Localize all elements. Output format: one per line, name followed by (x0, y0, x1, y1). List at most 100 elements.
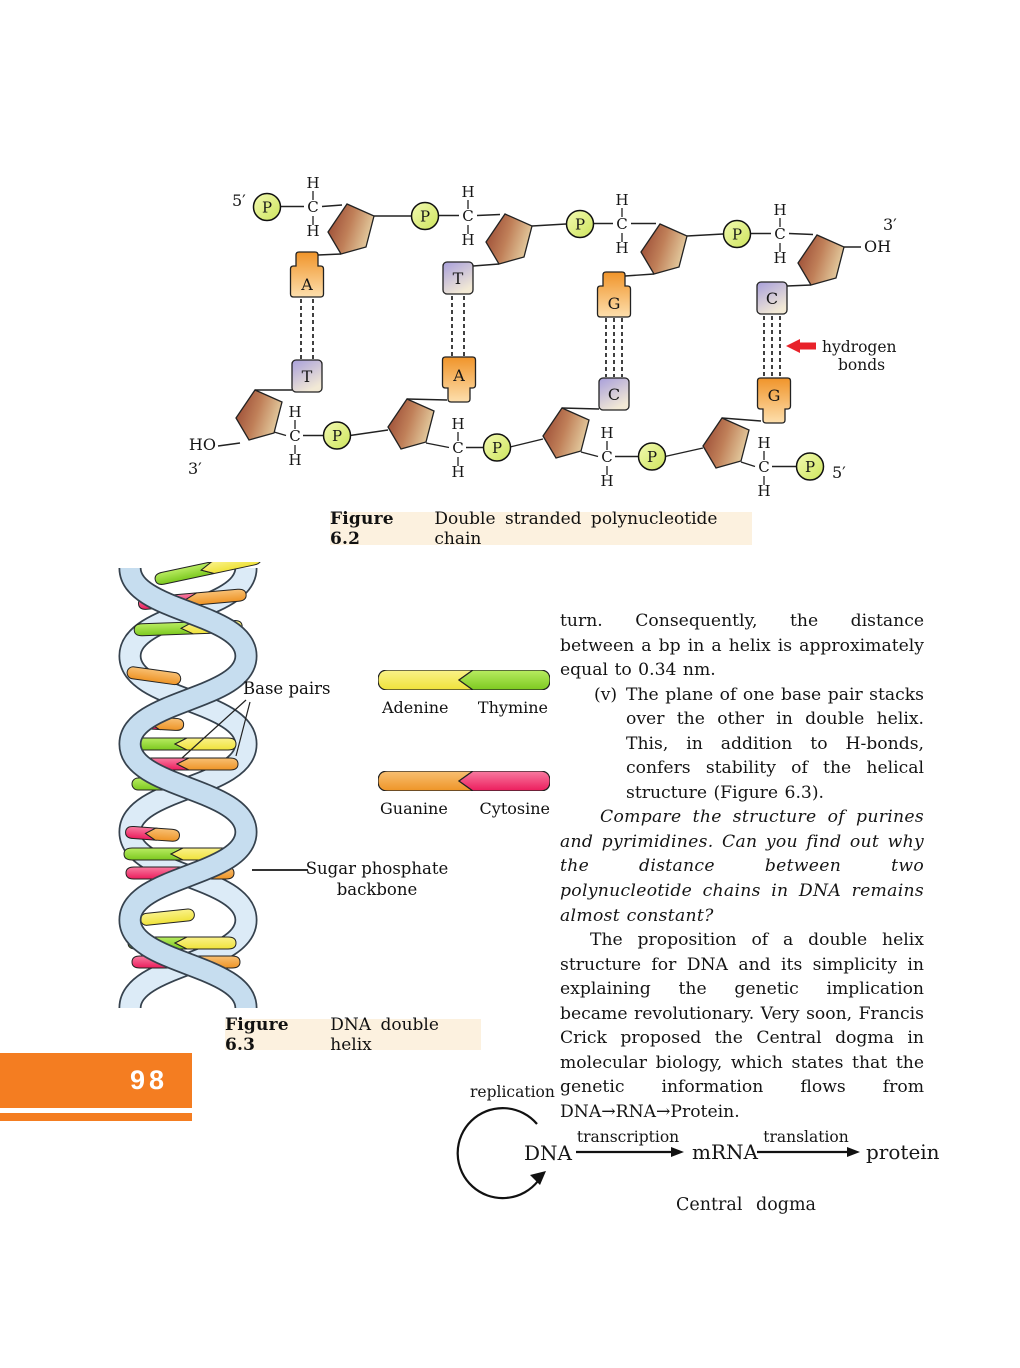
replication-arrowhead-icon (530, 1171, 546, 1185)
base-letter: A (300, 275, 313, 294)
hydrogen-bonds-label-line1: hydrogen (822, 338, 896, 356)
base-letter: A (452, 366, 465, 385)
hydrogen-bond-dashes (300, 296, 781, 377)
guanine-cytosine-legend-bar (378, 771, 550, 791)
c-letter: C (462, 207, 473, 225)
central-dogma-diagram: replication DNA transcription mRNA trans… (456, 1083, 940, 1215)
figure-6-2-polynucleotide-diagram: A T T A G C C G P P P P P P P P H C H H … (188, 174, 897, 500)
translation-arrow (757, 1147, 860, 1157)
h-letter: H (306, 222, 319, 240)
backbone-bond-lines (217, 204, 861, 468)
base-sugar-connectors (255, 253, 812, 422)
hch-connector-lines (294, 191, 781, 485)
base-pairs-label: Base pairs (243, 679, 331, 698)
p-letter: P (262, 199, 272, 217)
p-letter: P (805, 458, 815, 476)
translation-label: translation (763, 1128, 849, 1146)
c-letter: C (289, 427, 300, 445)
base-thymine-top (442, 261, 474, 295)
sugar-phosphate-backbone-label: Sugar phosphate backbone (302, 858, 452, 900)
five-prime-bottom-label: 5′ (832, 463, 846, 482)
base-cytosine-bottom (598, 377, 630, 411)
adenine-label: Adenine (382, 698, 449, 717)
paragraph-iv-continuation: turn. Consequently, the distance between… (560, 611, 924, 681)
h-letter: H (451, 463, 464, 481)
list-item-v-marker: (v) (594, 684, 618, 705)
h-letter: H (288, 451, 301, 469)
p-letter: P (575, 216, 585, 234)
p-letter: P (420, 208, 430, 226)
c-letter: C (774, 225, 785, 243)
base-letters: A T T A G C C G (300, 269, 780, 405)
adenine-bar-segment (378, 670, 475, 690)
page-number-strip (0, 1113, 192, 1121)
backbone-label-line2: backbone (336, 880, 418, 899)
figure-6-3-caption-label: Figure 6.3 (225, 1014, 289, 1055)
h-letter: H (757, 434, 770, 452)
h-letter: H (600, 424, 613, 442)
p-letter: P (732, 226, 742, 244)
five-prime-top-label: 5′ (232, 191, 246, 210)
translation-arrowhead-icon (847, 1147, 860, 1157)
h-letter: H (773, 201, 786, 219)
protein-label: protein (866, 1140, 940, 1164)
body-text-column: turn. Consequently, the distance between… (560, 609, 924, 1124)
h-letter: H (600, 472, 613, 490)
c-letter: C (307, 198, 318, 216)
hydrogen-bonds-callout: hydrogen bonds (786, 338, 896, 374)
h-letter: H (615, 239, 628, 257)
terminal-labels: 5′ 3′ OH HO 3′ 5′ (188, 191, 897, 482)
transcription-arrowhead-icon (671, 1147, 684, 1157)
base-letter: C (766, 289, 778, 308)
replication-label: replication (470, 1083, 555, 1101)
guanine-label: Guanine (380, 799, 448, 818)
c-letter: C (758, 458, 769, 476)
base-letter: T (302, 367, 313, 386)
base-cytosine-top (756, 281, 788, 315)
h-letter: H (451, 415, 464, 433)
guanine-cytosine-labels: Guanine Cytosine (380, 799, 550, 818)
thymine-label: Thymine (477, 698, 548, 717)
p-letter: P (332, 427, 342, 445)
helix-front-ribbon (118, 566, 258, 1010)
figure-6-2-caption: Figure 6.2 Double stranded polynucleotid… (330, 509, 752, 549)
h-letter: H (773, 249, 786, 267)
list-item-v-text: The plane of one base pair stacks over t… (626, 684, 924, 803)
three-prime-top-label: 3′ (883, 215, 897, 234)
central-dogma-caption: Central dogma (676, 1195, 816, 1215)
base-thymine-bottom (291, 359, 323, 393)
adenine-thymine-legend-bar (378, 670, 550, 690)
cytosine-bar-segment (457, 771, 550, 791)
cytosine-label: Cytosine (479, 799, 550, 818)
c-letter: C (601, 448, 612, 466)
h-letter: H (461, 231, 474, 249)
oh-label: OH (864, 237, 891, 256)
dna-label: DNA (524, 1141, 573, 1165)
h-letter: H (615, 191, 628, 209)
transcription-arrow (576, 1147, 684, 1157)
thymine-bar-segment (457, 670, 550, 690)
proposition-paragraph: The proposition of a double helix struct… (560, 930, 924, 1122)
red-arrow-icon (786, 339, 800, 353)
base-letter: G (608, 294, 621, 313)
hch-groups: H C H H C H H C H H C H H C H H C H H C … (288, 174, 786, 500)
list-item-v: (v) The plane of one base pair stacks ov… (560, 683, 924, 806)
phosphate-circles (252, 192, 825, 481)
base-pairs-pointer-lines (181, 699, 251, 759)
ho-label: HO (189, 435, 216, 454)
c-letter: C (616, 215, 627, 233)
base-letter: C (608, 385, 620, 404)
h-letter: H (306, 174, 319, 192)
question-paragraph: Compare the structure of purines and pyr… (560, 807, 924, 926)
base-letter: T (453, 269, 464, 288)
adenine-thymine-labels: Adenine Thymine (382, 698, 548, 717)
c-letter: C (452, 439, 463, 457)
phosphate-letters: P P P P P P P P (262, 199, 815, 477)
transcription-label: transcription (577, 1128, 679, 1146)
guanine-bar-segment (378, 771, 475, 791)
p-letter: P (647, 448, 657, 466)
h-letter: H (757, 482, 770, 500)
p-letter: P (492, 439, 502, 457)
replication-circle-arrow (456, 1107, 546, 1200)
